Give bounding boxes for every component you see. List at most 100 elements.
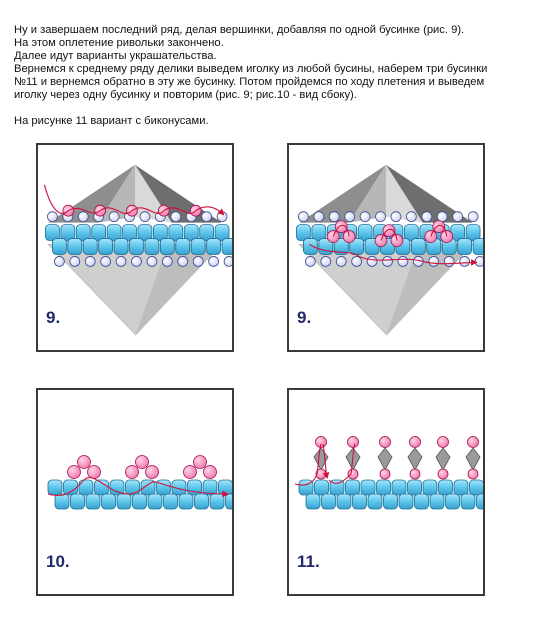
delica-bead [144, 238, 160, 255]
delica-bead [445, 493, 460, 510]
seed-bead [53, 256, 65, 267]
delica-bead [159, 238, 175, 255]
pink-bead [467, 468, 479, 480]
seed-bead [328, 211, 340, 223]
seed-bead [161, 256, 173, 267]
delica-bead [214, 224, 230, 241]
seed-bead [406, 211, 417, 223]
delica-bead [63, 479, 78, 496]
thread-path [47, 477, 230, 498]
pink-bead [77, 455, 91, 469]
delica-bead [345, 479, 360, 496]
seed-bead [351, 256, 363, 267]
delica-bead [75, 224, 91, 241]
delica-bead [175, 238, 191, 255]
delica-bead [404, 224, 419, 241]
seed-bead [452, 211, 464, 223]
pink-bead [347, 436, 359, 448]
pink-bead [467, 436, 479, 448]
seed-bead [474, 256, 483, 267]
delica-bead [67, 238, 83, 255]
delica-bead [125, 479, 140, 496]
delica-bead [206, 238, 221, 255]
seed-bead [390, 211, 402, 223]
seed-bead [375, 211, 386, 223]
pink-bead [437, 436, 449, 448]
seed-bead [100, 256, 112, 267]
seed-bead [298, 211, 309, 223]
thread-path [430, 224, 448, 237]
seed-bead [359, 211, 371, 223]
instruction-line: Вернемся к среднему ряду делики выведем … [14, 63, 488, 75]
thread-path [309, 244, 478, 266]
delica-bead [140, 479, 156, 496]
delica-bead [465, 224, 481, 241]
delica-bead [472, 238, 483, 255]
bicone-bead [435, 447, 451, 471]
delica-bead [47, 479, 63, 496]
delica-bead [98, 238, 114, 255]
seed-bead [69, 256, 81, 267]
delica-bead [122, 224, 137, 241]
delica-bead [153, 224, 168, 241]
delica-bead [147, 493, 163, 510]
seed-bead [320, 256, 332, 267]
seed-bead [131, 256, 142, 267]
thread-path [332, 224, 350, 237]
pink-bead [379, 436, 391, 448]
figure-9-variant-panel: 9. [287, 143, 485, 352]
delica-bead [202, 479, 218, 496]
seed-bead [170, 211, 182, 223]
thread-path [380, 228, 398, 241]
delica-bead [82, 238, 98, 255]
figure-label: 9. [297, 308, 312, 327]
figure-label: 10. [46, 552, 70, 571]
rivoli-facet [299, 164, 386, 223]
seed-bead [208, 256, 219, 267]
pink-bead [67, 465, 81, 479]
seed-bead [313, 211, 325, 223]
delica-bead [137, 224, 153, 241]
seed-bead [304, 256, 316, 267]
delica-bead [225, 493, 232, 510]
delica-bead [336, 493, 352, 510]
seed-bead [421, 211, 433, 223]
figure-11-illustration [294, 436, 483, 510]
delica-bead [352, 493, 367, 510]
delica-bead [54, 493, 70, 510]
delica-bead [199, 224, 215, 241]
delica-bead [209, 493, 225, 510]
delica-bead [460, 493, 476, 510]
seed-bead [77, 211, 89, 223]
pink-bead [409, 436, 421, 448]
delica-bead [360, 479, 376, 496]
delica-bead [398, 493, 414, 510]
bicone-bead [407, 447, 423, 471]
delica-bead [318, 238, 334, 255]
delica-bead [178, 493, 194, 510]
delica-bead [85, 493, 101, 510]
delica-bead [391, 479, 407, 496]
delica-bead [321, 493, 336, 510]
delica-bead [101, 493, 116, 510]
delica-bead [453, 479, 469, 496]
pink-bead [379, 468, 391, 480]
delica-bead [438, 479, 453, 496]
delica-bead [183, 224, 199, 241]
delica-bead [194, 493, 209, 510]
seed-bead [115, 256, 127, 267]
pink-bead [125, 465, 139, 479]
figure-9-panel: 9. [36, 143, 234, 352]
delica-bead [163, 493, 178, 510]
figure-11-panel: 11. [287, 388, 485, 596]
delica-bead [333, 238, 349, 255]
delica-bead [132, 493, 147, 510]
seed-bead [366, 256, 378, 267]
seed-bead [436, 211, 448, 223]
delica-bead [305, 493, 321, 510]
delica-bead [190, 238, 206, 255]
seed-bead [344, 211, 356, 223]
delica-bead [45, 224, 60, 241]
delica-bead [78, 479, 94, 496]
delica-bead [60, 224, 76, 241]
